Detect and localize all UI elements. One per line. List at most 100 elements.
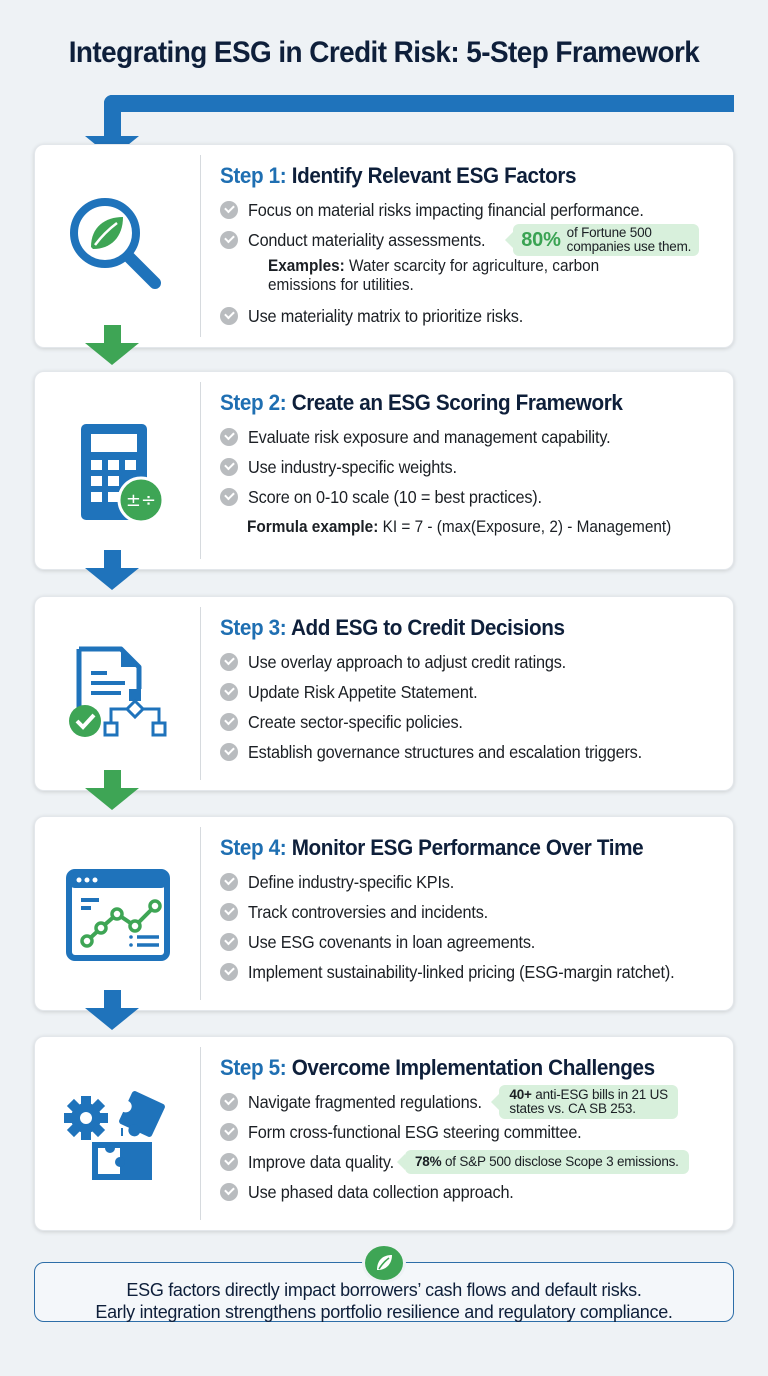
stat-text: 78% of S&P 500 disclose Scope 3 emission…	[415, 1155, 679, 1169]
bullet-item: Use materiality matrix to prioritize ris…	[220, 301, 723, 331]
calculator-icon: ±÷	[35, 372, 200, 569]
bullet-item: Conduct materiality assessments. 80% of …	[220, 224, 723, 256]
step-title: Step 5: Overcome Implementation Challeng…	[220, 1055, 693, 1081]
bullet-text: Use phased data collection approach.	[248, 1181, 514, 1202]
document-flowchart-icon	[35, 597, 200, 790]
formula-text: KI = 7 - (max(Exposure, 2) - Management)	[382, 518, 672, 536]
bullet-text: Establish governance structures and esca…	[248, 741, 642, 762]
bullet-item: Define industry-specific KPIs.	[220, 867, 723, 897]
stat-text-line: anti-ESG bills in 21 US	[535, 1087, 668, 1102]
step-card-3: Step 3: Add ESG to Credit Decisions Use …	[34, 596, 734, 791]
step-number: Step 1:	[220, 163, 287, 188]
arrow-down-icon	[85, 770, 139, 810]
bullet-text: Use overlay approach to adjust credit ra…	[248, 651, 567, 672]
bullet-item: Use industry-specific weights.	[220, 452, 723, 482]
stat-value: 40+	[509, 1087, 532, 1102]
page-title: Integrating ESG in Credit Risk: 5-Step F…	[68, 36, 700, 69]
step-content: Step 2: Create an ESG Scoring Framework …	[220, 390, 723, 537]
step-number: Step 3:	[220, 615, 287, 640]
card-divider	[200, 827, 201, 1000]
bullet-text: Score on 0-10 scale (10 = best practices…	[248, 486, 542, 507]
bullet-item: Improve data quality. 78% of S&P 500 dis…	[220, 1147, 723, 1177]
step-title-text: Identify Relevant ESG Factors	[291, 163, 577, 188]
step-card-5: Step 5: Overcome Implementation Challeng…	[34, 1036, 734, 1231]
bullet-text: Create sector-specific policies.	[248, 711, 463, 732]
bullet-item: Focus on material risks impacting financ…	[220, 195, 723, 225]
step-title: Step 2: Create an ESG Scoring Framework	[220, 390, 693, 416]
check-icon	[220, 1123, 238, 1141]
check-icon	[220, 743, 238, 761]
step-content: Step 5: Overcome Implementation Challeng…	[220, 1055, 723, 1207]
check-icon	[220, 428, 238, 446]
dashboard-chart-icon	[35, 817, 200, 1010]
bullet-text: Track controversies and incidents.	[248, 901, 489, 922]
magnifier-leaf-icon	[35, 145, 200, 347]
stat-text-line: states vs. CA SB 253.	[509, 1101, 636, 1116]
check-icon	[220, 231, 238, 249]
check-icon	[220, 1183, 238, 1201]
bullet-text: Conduct materiality assessments.	[248, 229, 486, 250]
card-divider	[200, 607, 201, 780]
check-icon	[220, 873, 238, 891]
card-divider	[200, 382, 201, 559]
summary-line: Early integration strengthens portfolio …	[95, 1302, 673, 1322]
formula-example: Formula example: KI = 7 - (max(Exposure,…	[247, 518, 690, 537]
gear-puzzle-icon	[35, 1037, 200, 1230]
bullet-item: Establish governance structures and esca…	[220, 737, 723, 767]
step-card-4: Step 4: Monitor ESG Performance Over Tim…	[34, 816, 734, 1011]
step-number: Step 5:	[220, 1055, 287, 1080]
step-title: Step 4: Monitor ESG Performance Over Tim…	[220, 835, 693, 861]
check-icon	[220, 1153, 238, 1171]
arrow-down-icon	[85, 550, 139, 590]
bullet-text: Improve data quality.	[248, 1151, 394, 1172]
bullet-text: Form cross-functional ESG steering commi…	[248, 1121, 582, 1142]
bullet-item: Create sector-specific policies.	[220, 707, 723, 737]
check-icon	[220, 933, 238, 951]
step-content: Step 3: Add ESG to Credit Decisions Use …	[220, 615, 723, 767]
check-icon	[220, 713, 238, 731]
check-icon	[220, 458, 238, 476]
bullet-item: Track controversies and incidents.	[220, 897, 723, 927]
step-title-text: Add ESG to Credit Decisions	[290, 615, 565, 640]
card-divider	[200, 1047, 201, 1220]
bullet-item: Update Risk Appetite Statement.	[220, 677, 723, 707]
stat-callout: 78% of S&P 500 disclose Scope 3 emission…	[396, 1150, 689, 1174]
bullet-text: Navigate fragmented regulations.	[248, 1091, 482, 1112]
step-card-1: Step 1: Identify Relevant ESG Factors Fo…	[34, 144, 734, 348]
step-title: Step 1: Identify Relevant ESG Factors	[220, 163, 693, 189]
bullet-text: Use industry-specific weights.	[248, 456, 457, 477]
bullet-item: Use ESG covenants in loan agreements.	[220, 927, 723, 957]
check-icon	[220, 683, 238, 701]
examples-text: Water scarcity for agriculture, carbon e…	[268, 257, 600, 294]
card-divider	[200, 155, 201, 337]
bullet-item: Navigate fragmented regulations. 40+ ant…	[220, 1085, 723, 1119]
svg-text:±÷: ±÷	[125, 490, 155, 511]
summary-line: ESG factors directly impact borrowers’ c…	[126, 1280, 642, 1300]
examples-note: Examples: Water scarcity for agriculture…	[268, 257, 668, 295]
formula-label: Formula example:	[247, 518, 379, 536]
check-icon	[220, 963, 238, 981]
step-number: Step 4:	[220, 835, 287, 860]
stat-value: 78%	[414, 1154, 442, 1169]
step-title-text: Monitor ESG Performance Over Time	[291, 835, 644, 860]
bullet-text: Focus on material risks impacting financ…	[248, 199, 644, 220]
bullet-item: Evaluate risk exposure and management ca…	[220, 422, 723, 452]
step-content: Step 1: Identify Relevant ESG Factors Fo…	[220, 163, 723, 331]
bullet-text: Define industry-specific KPIs.	[248, 871, 455, 892]
bullet-text: Implement sustainability-linked pricing …	[248, 961, 675, 982]
bullet-item: Score on 0-10 scale (10 = best practices…	[220, 482, 723, 512]
check-icon	[220, 903, 238, 921]
stat-value: 80%	[521, 229, 561, 251]
leaf-icon	[362, 1243, 406, 1283]
bullet-item: Form cross-functional ESG steering commi…	[220, 1117, 723, 1147]
bullet-item: Use phased data collection approach.	[220, 1177, 723, 1207]
check-icon	[220, 201, 238, 219]
step-content: Step 4: Monitor ESG Performance Over Tim…	[220, 835, 723, 987]
examples-label: Examples:	[268, 257, 345, 275]
step-title: Step 3: Add ESG to Credit Decisions	[220, 615, 693, 641]
bullet-item: Implement sustainability-linked pricing …	[220, 957, 723, 987]
